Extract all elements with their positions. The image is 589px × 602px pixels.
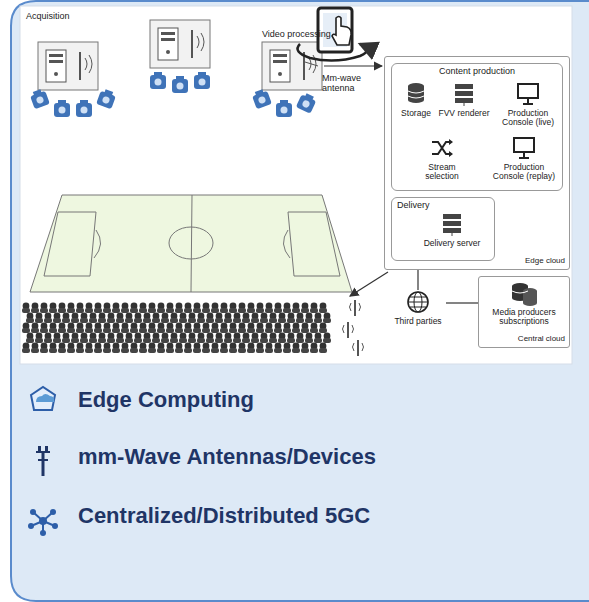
monitor-icon (516, 82, 540, 107)
monitor-icon (512, 136, 536, 161)
delivery-server-node: Delivery server (422, 212, 482, 256)
edge-cloud-box: Edge cloud Content productionStorageFVV r… (384, 56, 570, 270)
box-heading: Edge cloud (525, 257, 565, 266)
node-label: Production Console (replay) (488, 163, 560, 182)
node-label: Third parties (390, 317, 446, 326)
third-parties-node: Third parties (390, 290, 446, 334)
node-label: Media producers subscriptions (481, 308, 567, 327)
node-label: Stream selection (414, 163, 470, 182)
central-cloud-box: Central cloud Media producers subscriptio… (478, 276, 570, 348)
dbs-icon (508, 281, 540, 306)
delivery-box: DeliveryDelivery server (391, 197, 495, 261)
connector-line (446, 302, 478, 303)
connector-line (417, 270, 418, 290)
content-production-box: Content productionStorageFVV rendererPro… (391, 63, 563, 191)
server-icon (452, 82, 476, 107)
renderer-node: FVV renderer (438, 82, 490, 128)
server-icon (440, 212, 464, 237)
console-node: Production Console (replay) (488, 136, 560, 186)
console-node: Production Console (live) (496, 82, 560, 128)
annotation-label: Acquisition (26, 12, 106, 22)
storage-node: Storage (395, 82, 437, 128)
shuffle-icon (430, 136, 454, 161)
globe-icon (406, 290, 430, 315)
db-icon (404, 82, 428, 107)
node-label: Storage (395, 109, 437, 118)
legend-text: mm-Wave Antennas/Devices (78, 444, 376, 470)
legend-text: Centralized/Distributed 5GC (78, 503, 370, 529)
media-producers-node: Media producers subscriptions (481, 281, 567, 331)
node-label: Production Console (live) (496, 109, 560, 128)
box-heading: Content production (392, 64, 562, 77)
annotation-label: Video processing (262, 30, 342, 40)
legend-text: Edge Computing (78, 387, 254, 413)
node-label: FVV renderer (438, 109, 490, 118)
box-heading: Delivery (392, 198, 494, 211)
annotation-label: Mm-wave antenna (322, 74, 380, 94)
box-heading: Central cloud (518, 335, 565, 344)
node-label: Delivery server (422, 239, 482, 248)
stream-selection-node: Stream selection (414, 136, 470, 186)
